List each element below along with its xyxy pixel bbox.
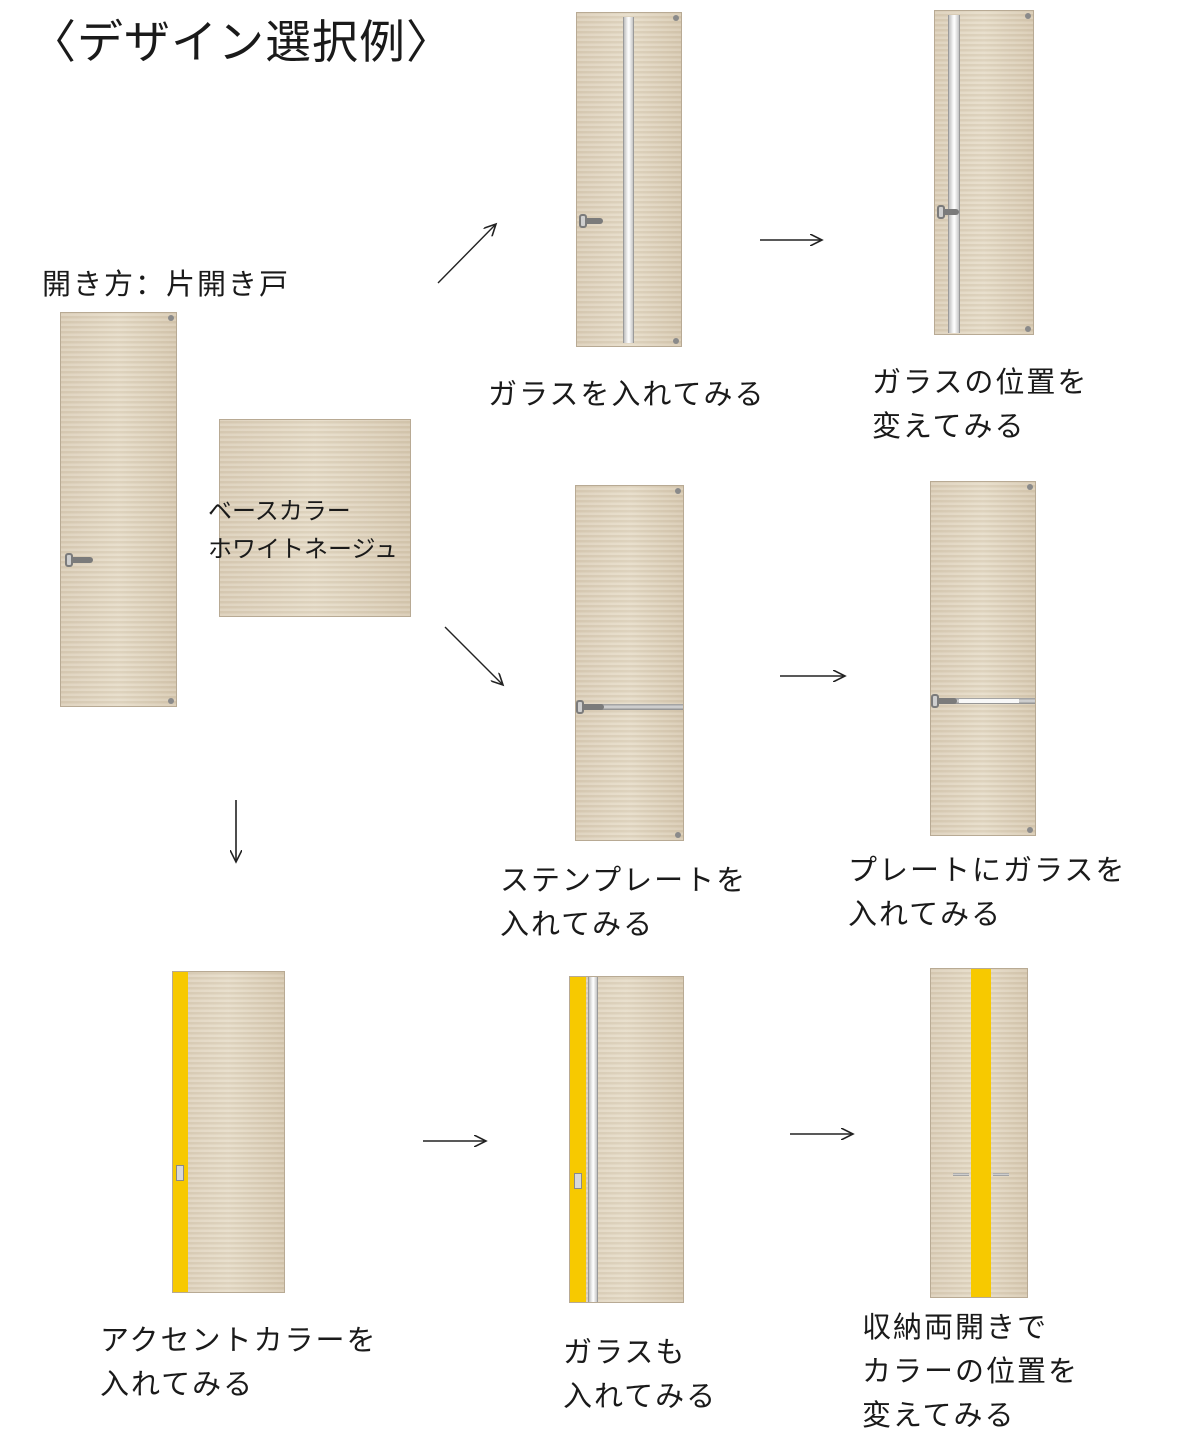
hinge [168,315,174,321]
pull-handle-right [993,1173,1009,1176]
stainless-plate [576,704,683,710]
hinge [1027,484,1033,490]
lever-handle [931,694,957,708]
hinge [673,338,679,344]
lever-handle [65,553,93,567]
accent-color-strip [173,972,188,1292]
hinge [1025,326,1031,332]
step-glass-move-label: ガラスの位置を変えてみる [872,365,1089,443]
base-color-label: ベースカラーホワイトネージュ [208,497,398,563]
glass-strip [588,977,598,1302]
glass-strip [948,15,960,333]
step-double-label: 収納両開きでカラーの位置を変えてみる [862,1310,1080,1432]
step-accent-glass-label: ガラスも入れてみる [563,1335,718,1413]
accent-color-strip [570,977,586,1302]
page-title: 〈デザイン選択例〉 [30,15,453,69]
door-accent [172,971,285,1293]
arrow-down-right [444,626,503,685]
door-plate-glass [930,481,1036,836]
glass-inset [959,699,1019,703]
step-plate-label: ステンプレートを入れてみる [500,863,748,941]
hinge [673,15,679,21]
door-glass-moved [934,10,1034,335]
door-glass [576,12,682,347]
arrow-up-right [437,224,496,284]
open-style-label: 開き方：片開き戸 [42,267,291,301]
hinge [675,488,681,494]
door-accent-glass [569,976,684,1303]
accent-color-strip [971,969,991,1297]
base-door [60,312,177,707]
glass-strip [623,17,634,343]
lever-handle [937,205,959,219]
door-plate [575,485,684,841]
lever-handle [579,214,603,228]
lever-handle [576,700,604,714]
hinge [675,832,681,838]
pull-handle-left [953,1173,969,1176]
hinge [1027,827,1033,833]
hinge [1025,13,1031,19]
door-double-accent [930,968,1028,1298]
hinge [168,698,174,704]
base-color-swatch [219,419,411,617]
pull-knob [574,1173,582,1189]
step-glass-label: ガラスを入れてみる [488,377,766,411]
pull-knob [176,1165,184,1181]
step-accent-label: アクセントカラーを入れてみる [100,1323,378,1401]
step-plate-glass-label: プレートにガラスを入れてみる [848,853,1127,931]
